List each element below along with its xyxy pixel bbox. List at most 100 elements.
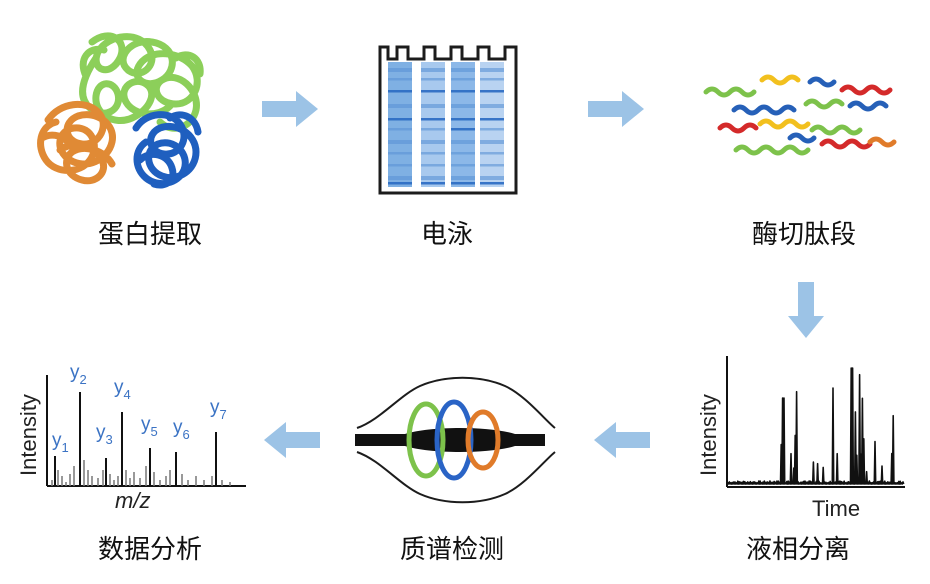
ion-label: y5 [141, 414, 158, 439]
lc-chromatogram-plot: Intensity Time [696, 356, 905, 521]
gel-bands [388, 68, 504, 185]
gel-band [451, 182, 475, 185]
gel-band [480, 176, 504, 180]
blue-protein-coil [132, 111, 202, 189]
peptide-fragment [847, 100, 889, 112]
ion-beam [355, 428, 545, 452]
gel-lane [451, 62, 475, 187]
peptide-fragment [809, 124, 863, 136]
peptide-fragment [839, 84, 893, 96]
gel-band [388, 104, 412, 108]
green-ion-ring [406, 401, 446, 479]
caption-enzymatic-digestion: 酶切肽段 [752, 220, 856, 250]
ion-label: y4 [114, 377, 131, 402]
caption-protein-extraction: 蛋白提取 [98, 220, 202, 250]
gel-band [421, 118, 445, 121]
gel-band [421, 152, 445, 155]
protein-tangle-illustration [37, 32, 204, 189]
gel-band [480, 140, 504, 144]
orange-ion-ring [465, 409, 501, 471]
caption-electrophoresis: 电泳 [421, 220, 473, 250]
gel-band [451, 68, 475, 72]
peptide-fragment [731, 104, 797, 116]
gel-band [388, 140, 412, 144]
peptide-fragment [759, 74, 801, 86]
ion-trap-outline [356, 451, 556, 504]
gel-band [451, 152, 475, 155]
gel-band [388, 152, 412, 155]
peptide-fragment [819, 138, 873, 150]
gel-band [388, 68, 412, 72]
gel-band [388, 118, 412, 121]
gel-electrophoresis-illustration [378, 45, 518, 195]
spectrum-y-axis-title: Intensity [16, 394, 41, 476]
gel-band [421, 90, 445, 93]
arrow-right-icon [588, 91, 644, 127]
gel-band [480, 164, 504, 167]
gel-band [388, 90, 412, 93]
gel-band [451, 164, 475, 167]
spectrum-peaks [51, 392, 231, 486]
gel-band [388, 182, 412, 185]
caption-data-analysis: 数据分析 [98, 535, 202, 565]
spectrum-x-axis-title: m/z [115, 488, 150, 513]
peptide-fragment [703, 86, 757, 98]
gel-lane [421, 62, 445, 187]
gel-band [451, 78, 475, 81]
gel-band [451, 104, 475, 108]
arrow-left-icon [594, 422, 650, 458]
gel-band [388, 78, 412, 81]
gel-band [480, 90, 504, 93]
gel-band [480, 152, 504, 155]
peptide-fragment [717, 122, 759, 134]
green-protein-coil [79, 32, 204, 132]
gel-band [421, 182, 445, 185]
caption-lc-separation: 液相分离 [746, 535, 850, 565]
gel-band [451, 118, 475, 121]
gel-band [451, 140, 475, 144]
gel-band [451, 176, 475, 180]
gel-band [421, 68, 445, 72]
gel-band [480, 118, 504, 121]
chromatogram-y-axis-title: Intensity [696, 394, 721, 476]
peptide-fragment [757, 118, 811, 130]
peptide-fragment [733, 144, 811, 156]
gel-band [388, 164, 412, 167]
gel-band [421, 176, 445, 180]
ion-label: y6 [173, 417, 190, 442]
gel-band [421, 128, 445, 131]
ion-trap-outline [356, 376, 556, 429]
chromatogram-x-axis-title: Time [812, 496, 860, 521]
ion-label: y2 [70, 362, 87, 387]
ion-label: y3 [96, 422, 113, 447]
chromatogram-trace [727, 367, 905, 485]
x-axis-title-m: m [115, 488, 133, 513]
gel-band [480, 68, 504, 72]
gel-band [480, 182, 504, 185]
gel-band [388, 176, 412, 180]
gel-band [451, 128, 475, 131]
gel-band [480, 104, 504, 108]
arrow-left-icon [264, 422, 320, 458]
peptide-fragment [803, 98, 845, 110]
gel-band [421, 104, 445, 108]
gel-band [388, 128, 412, 131]
orange-protein-coil [37, 100, 116, 185]
gel-band [421, 164, 445, 167]
gel-lane [480, 62, 504, 187]
x-axis-title-sep: / [131, 488, 141, 513]
peptide-fragment [867, 136, 897, 148]
gel-lane [388, 62, 412, 187]
peptide-fragment [807, 76, 837, 88]
gel-frame [378, 45, 518, 195]
flow-arrows [262, 91, 824, 458]
arrow-down-icon [788, 282, 824, 338]
ion-label: y7 [210, 397, 227, 422]
ion-label: y1 [52, 430, 69, 455]
mass-spec-illustration [355, 376, 556, 504]
x-axis-title-z: z [138, 488, 150, 513]
arrow-right-icon [262, 91, 318, 127]
gel-band [480, 78, 504, 81]
ms-spectrum-plot: Intensity m/z y1 y2 y3 y4 y5 y6 y7 [16, 362, 246, 513]
